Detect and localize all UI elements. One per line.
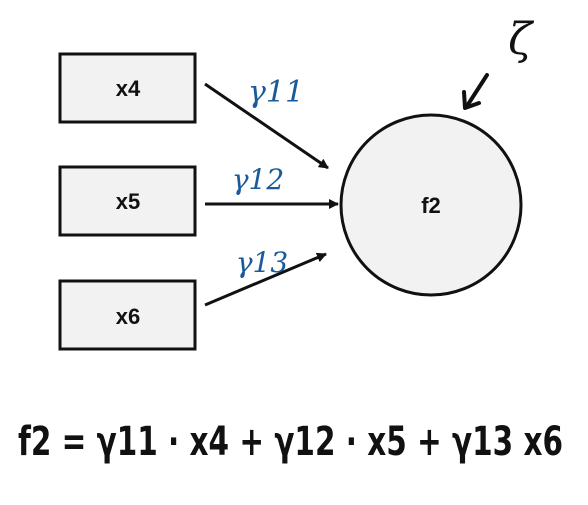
node-x5-label: x5 — [116, 189, 140, 214]
node-x5: x5 — [58, 165, 197, 237]
node-f2-label: f2 — [421, 193, 441, 218]
coef-gamma13-label: γ13 — [236, 246, 288, 279]
coef-gamma11-label: γ11 — [248, 75, 304, 110]
arrow-x6-f2 — [204, 252, 327, 307]
node-f2: f2 — [339, 113, 523, 297]
coef-gamma12-label: γ12 — [232, 163, 284, 196]
arrow-x4-f2 — [204, 82, 329, 170]
arrow-disturbance-head — [462, 90, 481, 110]
arrow-disturbance-f2 — [465, 73, 489, 108]
node-x6: x6 — [58, 279, 197, 351]
disturbance-label: ζ — [508, 14, 535, 65]
node-x4: x4 — [58, 52, 197, 124]
equation: f2 = γ11 · x4 + γ12 · x5 + γ13 x6 — [18, 419, 563, 465]
node-x6-label: x6 — [116, 304, 140, 329]
node-x4-label: x4 — [116, 76, 141, 101]
